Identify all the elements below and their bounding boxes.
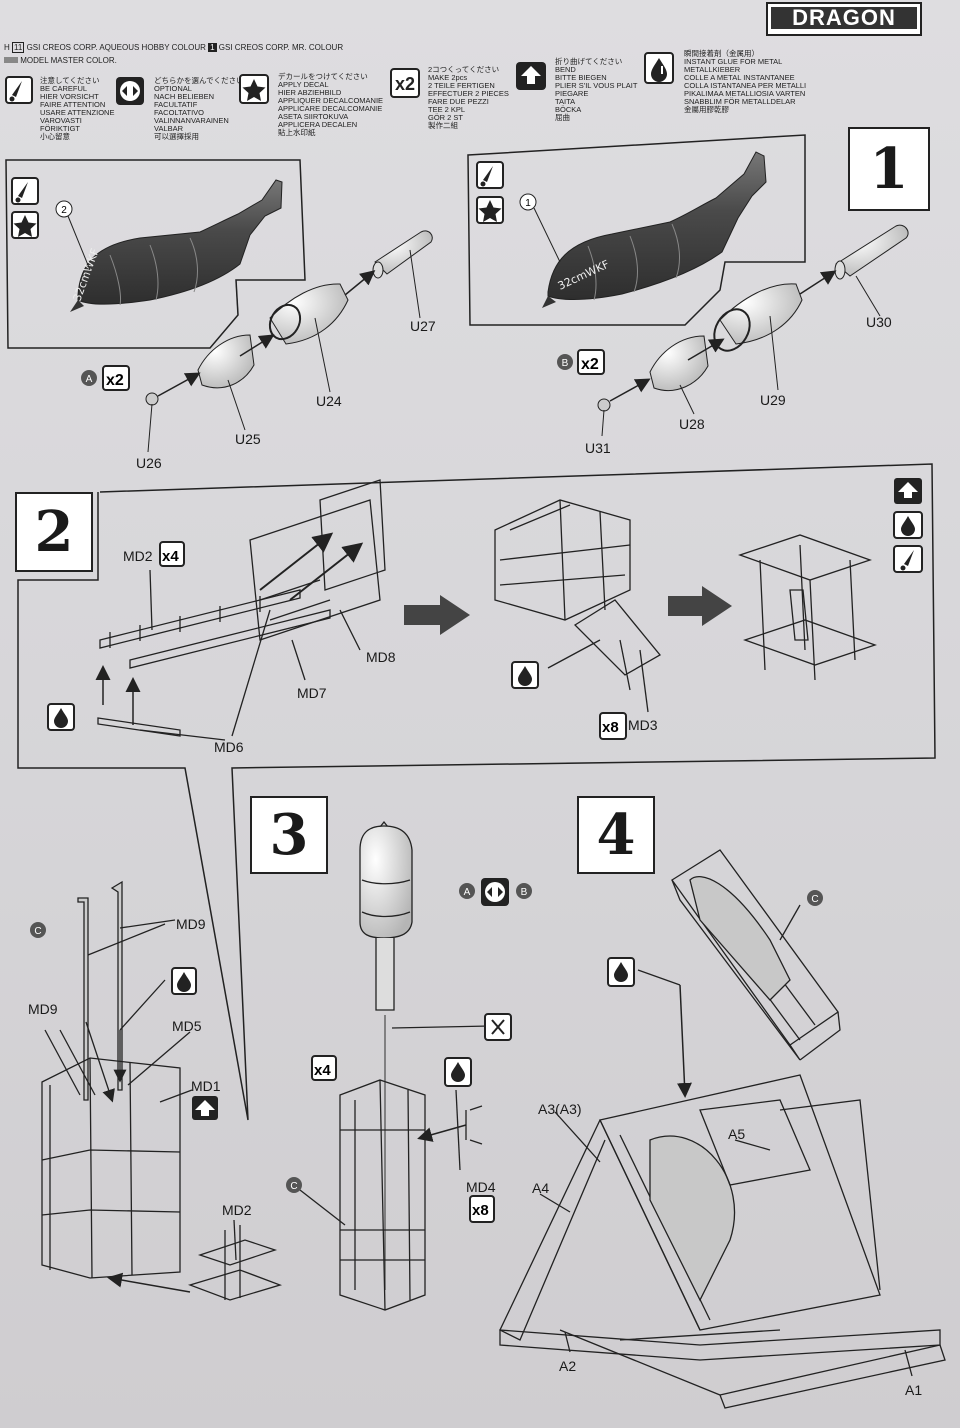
parts-exploded-left — [145, 230, 433, 453]
part-label-md2-lower: MD2 — [222, 1202, 252, 1218]
bend-icon-md1 — [192, 1096, 218, 1120]
colour-key-line1: H 11 GSI CREOS CORP. AQUEOUS HOBBY COLOU… — [4, 42, 344, 53]
option-a-badge: A x2 — [81, 365, 130, 391]
part-label-md4: MD4 — [466, 1179, 496, 1195]
parts-exploded-right — [597, 224, 909, 437]
glue-icon-step4 — [607, 957, 635, 987]
option-c-badge-left: C — [34, 926, 41, 937]
part-label-a3: A3(A3) — [538, 1101, 582, 1117]
part-label-u31: U31 — [585, 440, 611, 456]
choice-icon — [116, 77, 144, 105]
svg-text:x4: x4 — [162, 548, 179, 565]
part-label-u27: U27 — [410, 318, 436, 334]
svg-text:2: 2 — [61, 205, 67, 216]
svg-text:B: B — [521, 887, 528, 898]
step4-drawing — [499, 849, 946, 1409]
choice-icon-step3: A B — [459, 878, 532, 906]
part-label-md9-left: MD9 — [28, 1001, 58, 1017]
step3-drawing — [299, 820, 491, 1311]
step-number-2: 2 — [15, 492, 93, 572]
exclamation-icon — [5, 76, 33, 104]
md2-count-badge: x4 — [159, 541, 185, 567]
svg-text:x8: x8 — [602, 719, 619, 736]
svg-text:A: A — [86, 374, 93, 385]
x4-badge-step3: x4 — [311, 1055, 337, 1081]
legend-glue-text: 瞬間接着剤（金属用） INSTANT GLUE FOR METAL METALL… — [684, 49, 807, 114]
brand-logo: DRAGON — [766, 2, 922, 36]
part-label-md8: MD8 — [366, 649, 396, 665]
part-label-md3: MD3 — [628, 717, 658, 733]
step1-right-callout — [467, 134, 806, 326]
step1-left-callout — [5, 159, 306, 349]
svg-text:A: A — [464, 887, 471, 898]
part-label-md6: MD6 — [214, 739, 244, 755]
part-label-a4: A4 — [532, 1180, 550, 1196]
decal-icon-step1b — [476, 196, 504, 224]
star-icon — [239, 74, 269, 104]
part-label-a2: A2 — [559, 1358, 577, 1374]
left-subassembly — [30, 880, 283, 1301]
legend-decal-text: デカールをつけてください APPLY DECAL HIER ABZIEHBILD… — [278, 72, 384, 137]
part-label-u28: U28 — [679, 416, 705, 432]
legend-careful-text: 注意してください BE CAREFUL HIER VORSICHT FAIRE … — [40, 76, 115, 141]
part-label-md5: MD5 — [172, 1018, 202, 1034]
bend-icon — [516, 62, 546, 90]
step2-rails — [95, 479, 386, 741]
legend-optional-text: どちらかを選んでください OPTIONAL NACH BELIEBEN FACU… — [154, 76, 244, 141]
part-label-md9-top: MD9 — [176, 916, 206, 932]
part-label-u24: U24 — [316, 393, 342, 409]
part-label-u26: U26 — [136, 455, 162, 471]
glue-icon-step2-mid — [511, 661, 539, 689]
legend-make2-text: 2コつくってください MAKE 2pcs 2 TEILE FERTIGEN EF… — [428, 65, 509, 130]
step2-frame — [17, 463, 936, 1121]
step2-arrow-2 — [668, 586, 732, 626]
part-label-md7: MD7 — [297, 685, 327, 701]
rocket-illustration-left: 32cmWKF 2 — [55, 179, 283, 312]
svg-text:C: C — [290, 1181, 297, 1192]
decal-icon-step1a — [11, 211, 39, 239]
svg-text:x8: x8 — [472, 1202, 489, 1219]
glue-icon-step3 — [444, 1057, 472, 1087]
careful-icon-step1a — [11, 177, 39, 205]
md4-count-badge: x8 — [469, 1195, 495, 1223]
x2-icon: x2 — [390, 68, 420, 98]
md3-count-badge: x8 — [599, 712, 627, 740]
svg-text:B: B — [562, 358, 569, 369]
part-label-u25: U25 — [235, 431, 261, 447]
step2-frame-assembly-mid — [494, 499, 661, 713]
careful-icon-step1b — [476, 161, 504, 189]
svg-text:x2: x2 — [106, 372, 124, 389]
step2-icons — [893, 478, 923, 573]
part-label-md1: MD1 — [191, 1078, 221, 1094]
svg-text:1: 1 — [525, 198, 531, 209]
step2-arrow-1 — [404, 595, 470, 635]
glue-icon-left-sub — [171, 967, 197, 995]
part-label-md2: MD2 — [123, 548, 153, 564]
part-label-a5: A5 — [728, 1126, 746, 1142]
svg-text:x4: x4 — [314, 1062, 331, 1079]
remove-icon-step3 — [484, 1013, 512, 1041]
glue-icon-step2-left — [47, 703, 75, 731]
colour-key-line2: MODEL MASTER COLOR. — [4, 57, 117, 65]
svg-text:x2: x2 — [395, 74, 415, 94]
part-label-u29: U29 — [760, 392, 786, 408]
svg-text:x2: x2 — [581, 356, 599, 373]
option-b-badge: B x2 — [557, 349, 605, 375]
part-label-a1: A1 — [905, 1382, 923, 1398]
option-c-badge-step3: C — [286, 1177, 302, 1193]
step-number-4: 4 — [577, 796, 655, 874]
glue-icon — [644, 52, 674, 84]
legend-bend-text: 折り曲げてください BEND BITTE BIEGEN PLIER S'IL V… — [555, 57, 638, 122]
part-label-u30: U30 — [866, 314, 892, 330]
svg-text:C: C — [811, 894, 818, 905]
step-number-3: 3 — [250, 796, 328, 874]
step2-frame-assembly-right — [738, 534, 877, 681]
step-number-1: 1 — [848, 127, 930, 211]
option-c-badge-step4: C — [807, 890, 823, 906]
rocket-illustration-right: 32cmWKF 1 — [519, 151, 767, 308]
